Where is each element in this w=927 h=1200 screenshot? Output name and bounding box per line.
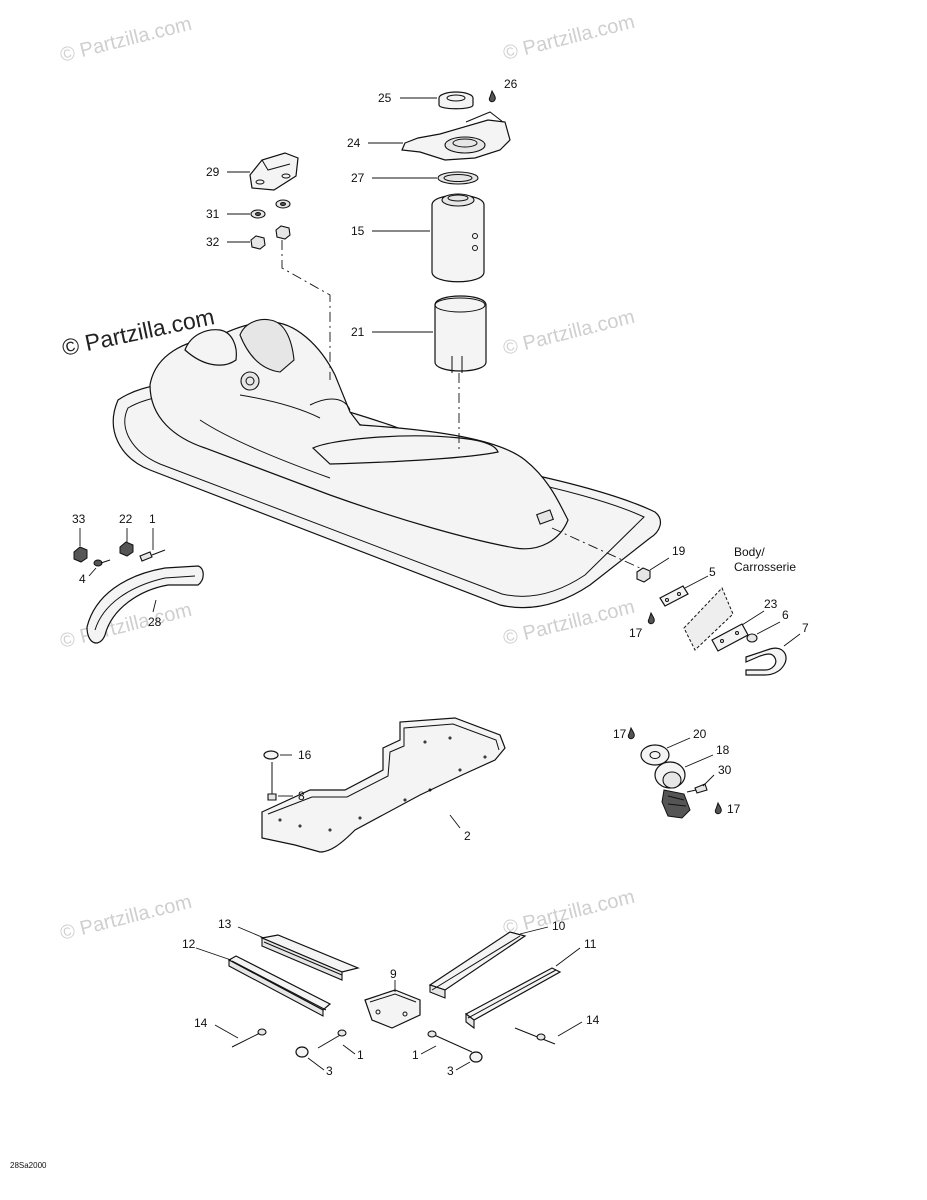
callout-3: 3 — [326, 1064, 333, 1078]
callout-6: 6 — [782, 608, 789, 622]
callout-16: 16 — [298, 748, 312, 762]
callout-15: 15 — [351, 224, 365, 238]
callout-1: 1 — [149, 512, 156, 526]
callout-1: 1 — [357, 1048, 364, 1062]
part-32-nuts — [250, 225, 291, 250]
watermark: © Partzilla.com — [501, 11, 637, 65]
part-3-caps — [295, 1046, 483, 1063]
leader-lines — [79, 97, 801, 1071]
callout-13: 13 — [218, 917, 232, 931]
callout-12: 12 — [182, 937, 196, 951]
callout-27: 27 — [351, 171, 365, 185]
part-10-rail — [428, 931, 527, 999]
callout-3: 3 — [447, 1064, 454, 1078]
part-28-bumper — [86, 565, 204, 644]
callout-9: 9 — [390, 967, 397, 981]
part-21-sleeve — [434, 295, 487, 373]
center-line-body — [551, 527, 641, 569]
part-12-rail — [227, 955, 332, 1017]
callout-32: 32 — [206, 235, 220, 249]
part-16-plug — [263, 750, 279, 760]
callout-7: 7 — [802, 621, 809, 635]
callout-31: 31 — [206, 207, 220, 221]
part-9-connector — [364, 989, 421, 1029]
part-18-drain-plug — [654, 761, 691, 819]
part-31-washers — [250, 199, 291, 219]
callout-14: 14 — [194, 1016, 208, 1030]
callout-26: 26 — [504, 77, 518, 91]
part-19-nut — [636, 567, 651, 583]
callout-17: 17 — [727, 802, 741, 816]
part-15-bottle — [431, 193, 485, 283]
body-panel — [683, 587, 734, 651]
part-22-nut — [119, 541, 134, 557]
callout-25: 25 — [378, 91, 392, 105]
callout-2: 2 — [464, 829, 471, 843]
callout-21: 21 — [351, 325, 365, 339]
callout-28: 28 — [148, 615, 162, 629]
callout-14: 14 — [586, 1013, 600, 1027]
part-4-screw — [93, 559, 111, 567]
part-29-bracket — [249, 152, 299, 191]
callout-23: 23 — [764, 597, 778, 611]
callout-11: 11 — [584, 937, 597, 951]
part-26-adhesive — [488, 89, 496, 103]
body-label-line1: Body/ — [734, 545, 765, 559]
callout-labels: 25 26 24 27 15 21 29 31 32 33 22 1 4 28 … — [72, 77, 809, 1078]
callout-19: 19 — [672, 544, 686, 558]
part-17-adhesive-c — [714, 801, 722, 815]
callout-33: 33 — [72, 512, 86, 526]
watermark: © Partzilla.com — [501, 886, 637, 940]
part-33-nut — [73, 546, 88, 563]
part-27-clamp — [437, 171, 479, 185]
watermark: © Partzilla.com — [501, 306, 637, 360]
diagram-code: 28Sa2000 — [10, 1161, 47, 1170]
callout-8: 8 — [298, 789, 305, 803]
callout-4: 4 — [79, 572, 86, 586]
callout-17: 17 — [613, 727, 627, 741]
callout-22: 22 — [119, 512, 133, 526]
watermark: © Partzilla.com — [58, 891, 194, 945]
callout-24: 24 — [347, 136, 361, 150]
watermark: © Partzilla.com — [58, 13, 194, 67]
body-label-line2: Carrosserie — [734, 560, 796, 574]
watermark: © Partzilla.com — [58, 599, 194, 653]
part-17-adhesive-b — [627, 726, 635, 740]
callout-18: 18 — [716, 743, 730, 757]
center-line-bracket — [281, 240, 331, 380]
part-8-rivet — [267, 762, 277, 801]
callout-10: 10 — [552, 919, 566, 933]
callout-20: 20 — [693, 727, 707, 741]
part-14-rivets — [231, 1027, 556, 1048]
part-30-screw — [686, 783, 708, 794]
hull-body — [112, 318, 662, 609]
callout-30: 30 — [718, 763, 732, 777]
part-2-pad — [261, 717, 506, 853]
part-6-washer — [746, 633, 758, 643]
part-24-bracket — [401, 111, 511, 161]
part-11-rail — [464, 967, 562, 1030]
callout-17: 17 — [629, 626, 643, 640]
part-17-adhesive-a — [647, 611, 655, 625]
callout-5: 5 — [709, 565, 716, 579]
pad-rivet-holes — [278, 736, 487, 832]
part-20-gasket — [640, 744, 670, 766]
part-13-rail — [259, 934, 360, 981]
part-1-screw — [139, 549, 166, 562]
part-1-rivets-bottom — [317, 1029, 473, 1053]
callout-1: 1 — [412, 1048, 419, 1062]
callout-29: 29 — [206, 165, 220, 179]
part-25-ring — [438, 91, 474, 110]
part-7-ubolt — [745, 647, 787, 676]
part-5-plate — [659, 585, 689, 607]
